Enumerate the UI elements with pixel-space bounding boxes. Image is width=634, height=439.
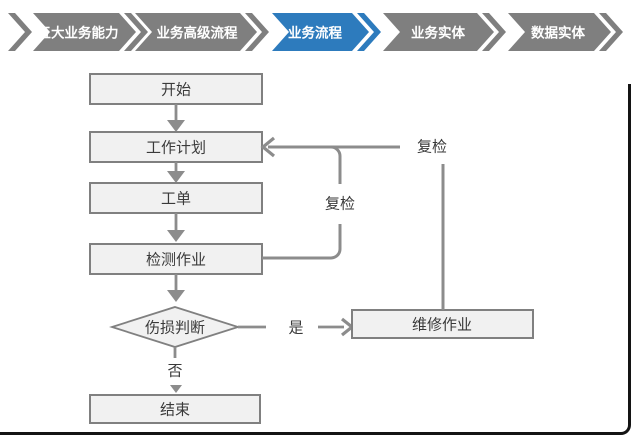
chevron-tip-icon: [599, 13, 623, 51]
nav-item-label: 业务实体: [411, 25, 465, 41]
nav-item-business-entity[interactable]: 业务实体: [383, 13, 506, 51]
nav-item-business-process-active[interactable]: 业务流程: [272, 13, 381, 51]
process-nav: 五大业务能力 业务高级流程 业务流程 业务实体 数据实体: [8, 13, 623, 51]
nav-item-business-capabilities[interactable]: 五大业务能力: [33, 13, 148, 51]
chevron-band[interactable]: [272, 13, 369, 51]
edge-label-recheck-inspection: 复检: [325, 195, 355, 213]
chevron-band[interactable]: [135, 13, 257, 51]
arrowhead-left-icon: [260, 136, 276, 158]
chevron-tip-icon: [482, 13, 506, 51]
node-work-order: [89, 182, 263, 214]
connector-inspection-recheck-upper: [330, 145, 342, 184]
nav-item-high-level-process[interactable]: 业务高级流程: [135, 13, 269, 51]
node-end: [89, 394, 261, 424]
node-end-label: 结束: [160, 402, 190, 419]
nav-item-data-entity[interactable]: 数据实体: [508, 13, 623, 51]
arrowhead-down-icon: [167, 120, 185, 132]
arrowhead-down-icon: [167, 230, 185, 242]
node-work-plan-label: 工作计划: [146, 140, 206, 157]
chevron-tip-icon: [124, 13, 148, 51]
nav-item-label: 业务高级流程: [157, 25, 238, 41]
nav-item-label: 数据实体: [531, 25, 585, 41]
node-repair: [351, 309, 534, 339]
node-work-order-label: 工单: [161, 191, 191, 208]
arrowhead-down-icon: [167, 290, 185, 302]
chevron-band[interactable]: [33, 13, 136, 51]
edge-label-no: 否: [167, 363, 182, 380]
chevron-start-wedge-icon: [8, 13, 32, 51]
nav-item-label: 五大业务能力: [38, 25, 119, 41]
connector-inspection-recheck-lower: [262, 224, 342, 260]
arrowhead-down-small-icon: [170, 385, 182, 393]
chevron-tip-icon: [357, 13, 381, 51]
arrowhead-down-icon: [167, 171, 185, 183]
nav-item-label: 业务流程: [288, 25, 342, 41]
node-inspection-label: 检测作业: [146, 252, 206, 269]
edge-label-recheck-repair: 复检: [417, 138, 447, 156]
node-damage-decision-label: 伤损判断: [145, 320, 205, 337]
chevron-band[interactable]: [383, 13, 494, 51]
flowchart: 开始 工作计划 工单 检测作业 伤损判断: [89, 73, 534, 424]
chevron-tip-icon: [245, 13, 269, 51]
edge-label-yes: 是: [288, 320, 303, 337]
node-start-label: 开始: [161, 82, 191, 99]
chevron-band[interactable]: [508, 13, 611, 51]
node-repair-label: 维修作业: [412, 317, 472, 334]
